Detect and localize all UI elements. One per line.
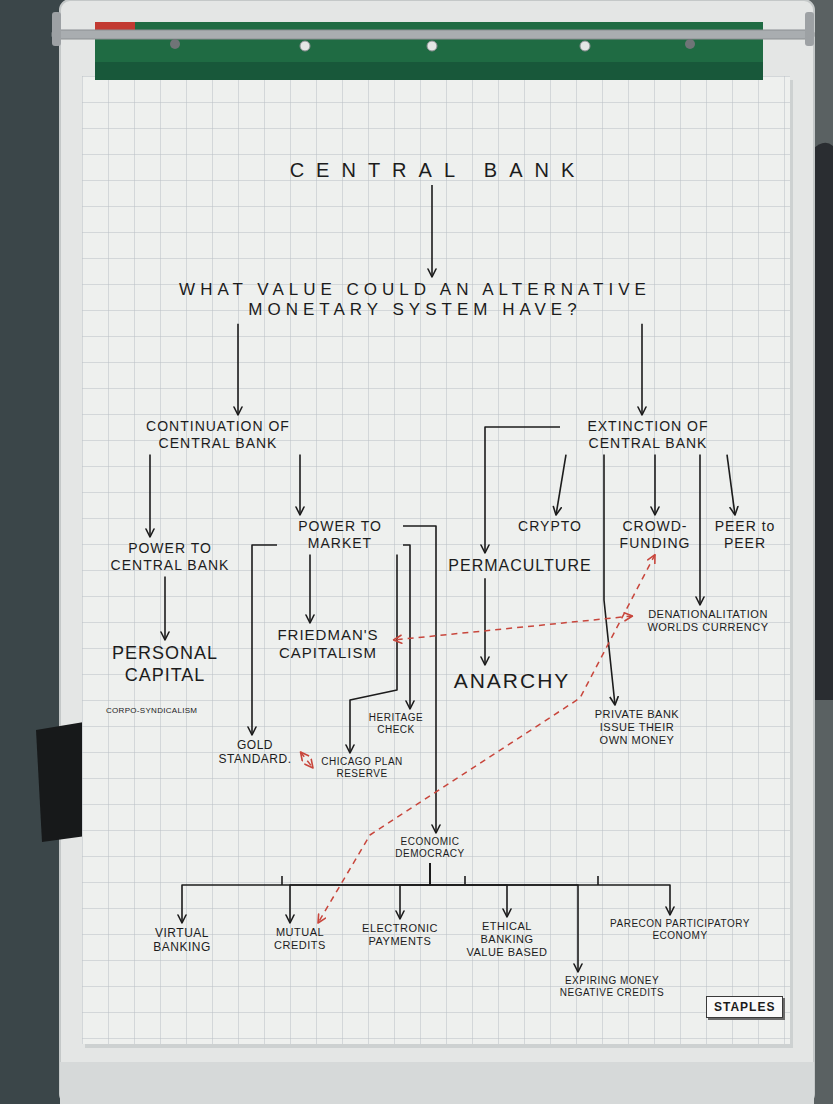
mind-map-node: GOLD STANDARD.	[213, 738, 298, 767]
branch-arrow	[430, 863, 507, 917]
branch-arrow	[641, 324, 643, 415]
mind-map-node: PARECON PARTICIPATORY ECONOMY	[600, 918, 760, 942]
node-text: ELECTRONIC PAYMENTS	[356, 922, 444, 948]
mind-map-node: WHAT VALUE COULD AN ALTERNATIVE MONETARY…	[125, 280, 705, 321]
mind-map-node: MUTUAL CREDITS	[265, 926, 335, 952]
branch-arrow	[182, 863, 430, 923]
mind-map-node: EXTINCTION OF CENTRAL BANK	[563, 418, 733, 452]
easel-board	[60, 0, 814, 1104]
branch-arrow	[430, 863, 578, 972]
bracket-tick	[464, 876, 466, 885]
node-text: HERITAGE CHECK	[363, 712, 429, 736]
mind-map-node: FRIEDMAN'S CAPITALISM	[266, 626, 391, 662]
hole	[580, 41, 590, 51]
branch-arrow	[430, 863, 670, 915]
brand-logo: STAPLES	[706, 996, 783, 1018]
branch-arrow	[252, 545, 277, 735]
mind-map-node: PEER to PEER	[709, 518, 781, 552]
dashed-relation-arrow	[394, 616, 633, 640]
node-text: CRYPTO	[518, 518, 582, 535]
node-text: EXTINCTION OF CENTRAL BANK	[563, 418, 733, 452]
dashed-relation-arrow	[301, 752, 314, 768]
mind-map-node: POWER TO MARKET	[280, 518, 400, 552]
branch-arrow	[400, 863, 430, 919]
branch-arrow	[290, 863, 430, 923]
branch-arrow	[403, 526, 436, 833]
mind-map-node: CRYPTO	[518, 518, 582, 535]
node-text: MUTUAL CREDITS	[265, 926, 335, 952]
node-text: CHICAGO PLAN RESERVE	[316, 756, 408, 780]
node-text: GOLD STANDARD.	[213, 738, 298, 767]
branch-arrow	[484, 578, 486, 665]
node-text: DENATIONALITATION WORLDS CURRENCY	[636, 608, 781, 634]
branch-arrow	[237, 324, 239, 415]
mind-map-node: PRIVATE BANK ISSUE THEIR OWN MONEY	[589, 708, 685, 748]
node-text: PERMACULTURE	[448, 556, 591, 575]
screw	[170, 39, 180, 49]
node-text: POWER TO MARKET	[280, 518, 400, 552]
branch-arrow	[299, 455, 301, 515]
side-note: CORPO-SYNDICALISM	[106, 706, 197, 716]
mind-map-node: ETHICAL BANKING VALUE BASED	[462, 920, 552, 960]
branch-arrow	[149, 455, 151, 537]
mind-map-node: CROWD-FUNDING	[615, 518, 695, 552]
node-text: ETHICAL BANKING VALUE BASED	[462, 920, 552, 960]
node-text: POWER TO CENTRAL BANK	[102, 540, 238, 574]
mind-map-node: CHICAGO PLAN RESERVE	[316, 756, 408, 780]
branch-arrow	[403, 545, 410, 709]
branch-arrow	[556, 455, 566, 515]
clamp-end	[805, 12, 814, 46]
node-text: PERSONAL CAPITAL	[105, 643, 225, 686]
node-text: VIRTUAL BANKING	[145, 926, 220, 955]
node-text: WHAT VALUE COULD AN ALTERNATIVE MONETARY…	[125, 280, 705, 321]
node-text: ANARCHY	[454, 668, 571, 693]
hole	[427, 41, 437, 51]
node-text: CROWD-FUNDING	[615, 518, 695, 552]
mind-map-node: HERITAGE CHECK	[363, 712, 429, 736]
mind-map-node: ECONOMIC DEMOCRACY	[393, 836, 468, 860]
branch-arrow	[654, 455, 656, 515]
mind-map-node: CONTINUATION OF CENTRAL BANK	[128, 418, 308, 452]
branch-arrow	[699, 455, 701, 605]
node-text: PEER to PEER	[709, 518, 781, 552]
bag	[36, 722, 86, 842]
mind-map-node: POWER TO CENTRAL BANK	[102, 540, 238, 574]
paper-sheet	[82, 76, 790, 1044]
node-text: PRIVATE BANK ISSUE THEIR OWN MONEY	[589, 708, 685, 748]
screw	[685, 39, 695, 49]
bracket-tick	[281, 876, 283, 885]
branch-arrow	[604, 455, 615, 705]
node-text: PARECON PARTICIPATORY ECONOMY	[600, 918, 760, 942]
branch-arrow	[164, 577, 166, 640]
branch-arrow	[309, 555, 311, 623]
person-silhouette	[812, 143, 833, 700]
mind-map-node: PERMACULTURE	[448, 556, 591, 575]
paper-grid	[82, 76, 790, 1044]
node-text: ECONOMIC DEMOCRACY	[393, 836, 468, 860]
mind-map-node: VIRTUAL BANKING	[145, 926, 220, 955]
branch-arrow	[727, 455, 735, 515]
bracket-tick	[597, 876, 599, 885]
node-text: CENTRAL BANK	[290, 158, 587, 182]
mind-map-node: ELECTRONIC PAYMENTS	[356, 922, 444, 948]
mind-map-node: EXPIRING MONEY NEGATIVE CREDITS	[558, 975, 666, 999]
node-text: EXPIRING MONEY NEGATIVE CREDITS	[558, 975, 666, 999]
easel-tray	[60, 1062, 814, 1104]
node-text: FRIEDMAN'S CAPITALISM	[266, 626, 391, 662]
pad-binding-band	[95, 62, 763, 80]
mind-map-node: ANARCHY	[454, 668, 571, 693]
node-text: CONTINUATION OF CENTRAL BANK	[128, 418, 308, 452]
clamp-bar	[52, 30, 814, 39]
mind-map-node: DENATIONALITATION WORLDS CURRENCY	[636, 608, 781, 634]
branch-arrow	[485, 427, 560, 553]
mind-map-node: PERSONAL CAPITAL	[105, 643, 225, 686]
hole	[300, 41, 310, 51]
clamp-end	[52, 12, 61, 46]
mind-map-node: CENTRAL BANK	[290, 158, 587, 182]
branch-arrow	[431, 185, 433, 277]
